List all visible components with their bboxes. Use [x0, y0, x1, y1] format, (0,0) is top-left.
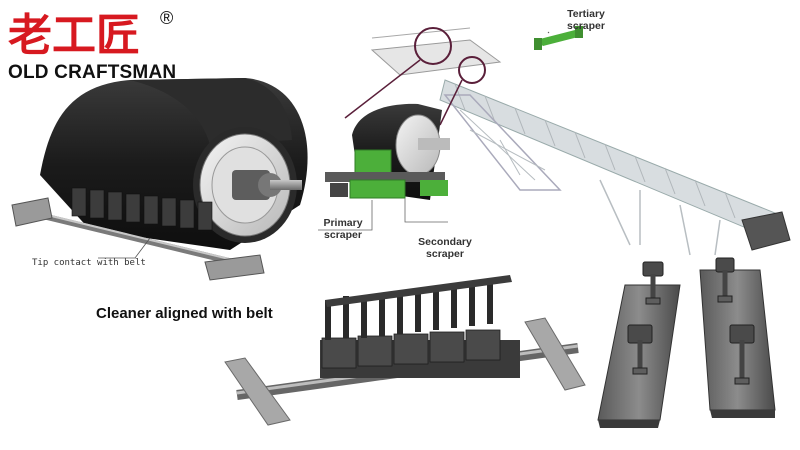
tertiary-label-line2: scraper [567, 20, 605, 32]
primary-scraper-label: Primary scraper [308, 217, 378, 241]
zoom-drum-scrapers-illustration [318, 103, 450, 231]
registered-mark: ® [160, 8, 174, 28]
tertiary-scraper-label: Tertiary scraper [556, 8, 616, 32]
logo-english-text: OLD CRAFTSMAN [8, 62, 177, 83]
tertiary-label-line1: Tertiary [567, 8, 605, 20]
secondary-label-line1: Secondary [418, 236, 472, 248]
belt-drum-cleaner-illustration [11, 78, 308, 281]
scraper-plates-with-bolts-illustration [597, 257, 776, 428]
logo-chinese-text: 老工匠 [8, 10, 140, 58]
primary-label-line2: scraper [324, 229, 362, 241]
cleaner-aligned-caption: Cleaner aligned with belt [96, 305, 273, 322]
secondary-scraper-label: Secondary scraper [410, 236, 480, 260]
primary-label-line1: Primary [323, 217, 363, 229]
tip-contact-label: Tip contact with belt [32, 258, 146, 268]
logo-chinese-mark: 老工匠 [8, 10, 140, 58]
conveyor-truss-illustration [344, 26, 791, 256]
secondary-label-line2: scraper [426, 248, 464, 260]
cleaner-blade-assembly-illustration [224, 275, 586, 426]
